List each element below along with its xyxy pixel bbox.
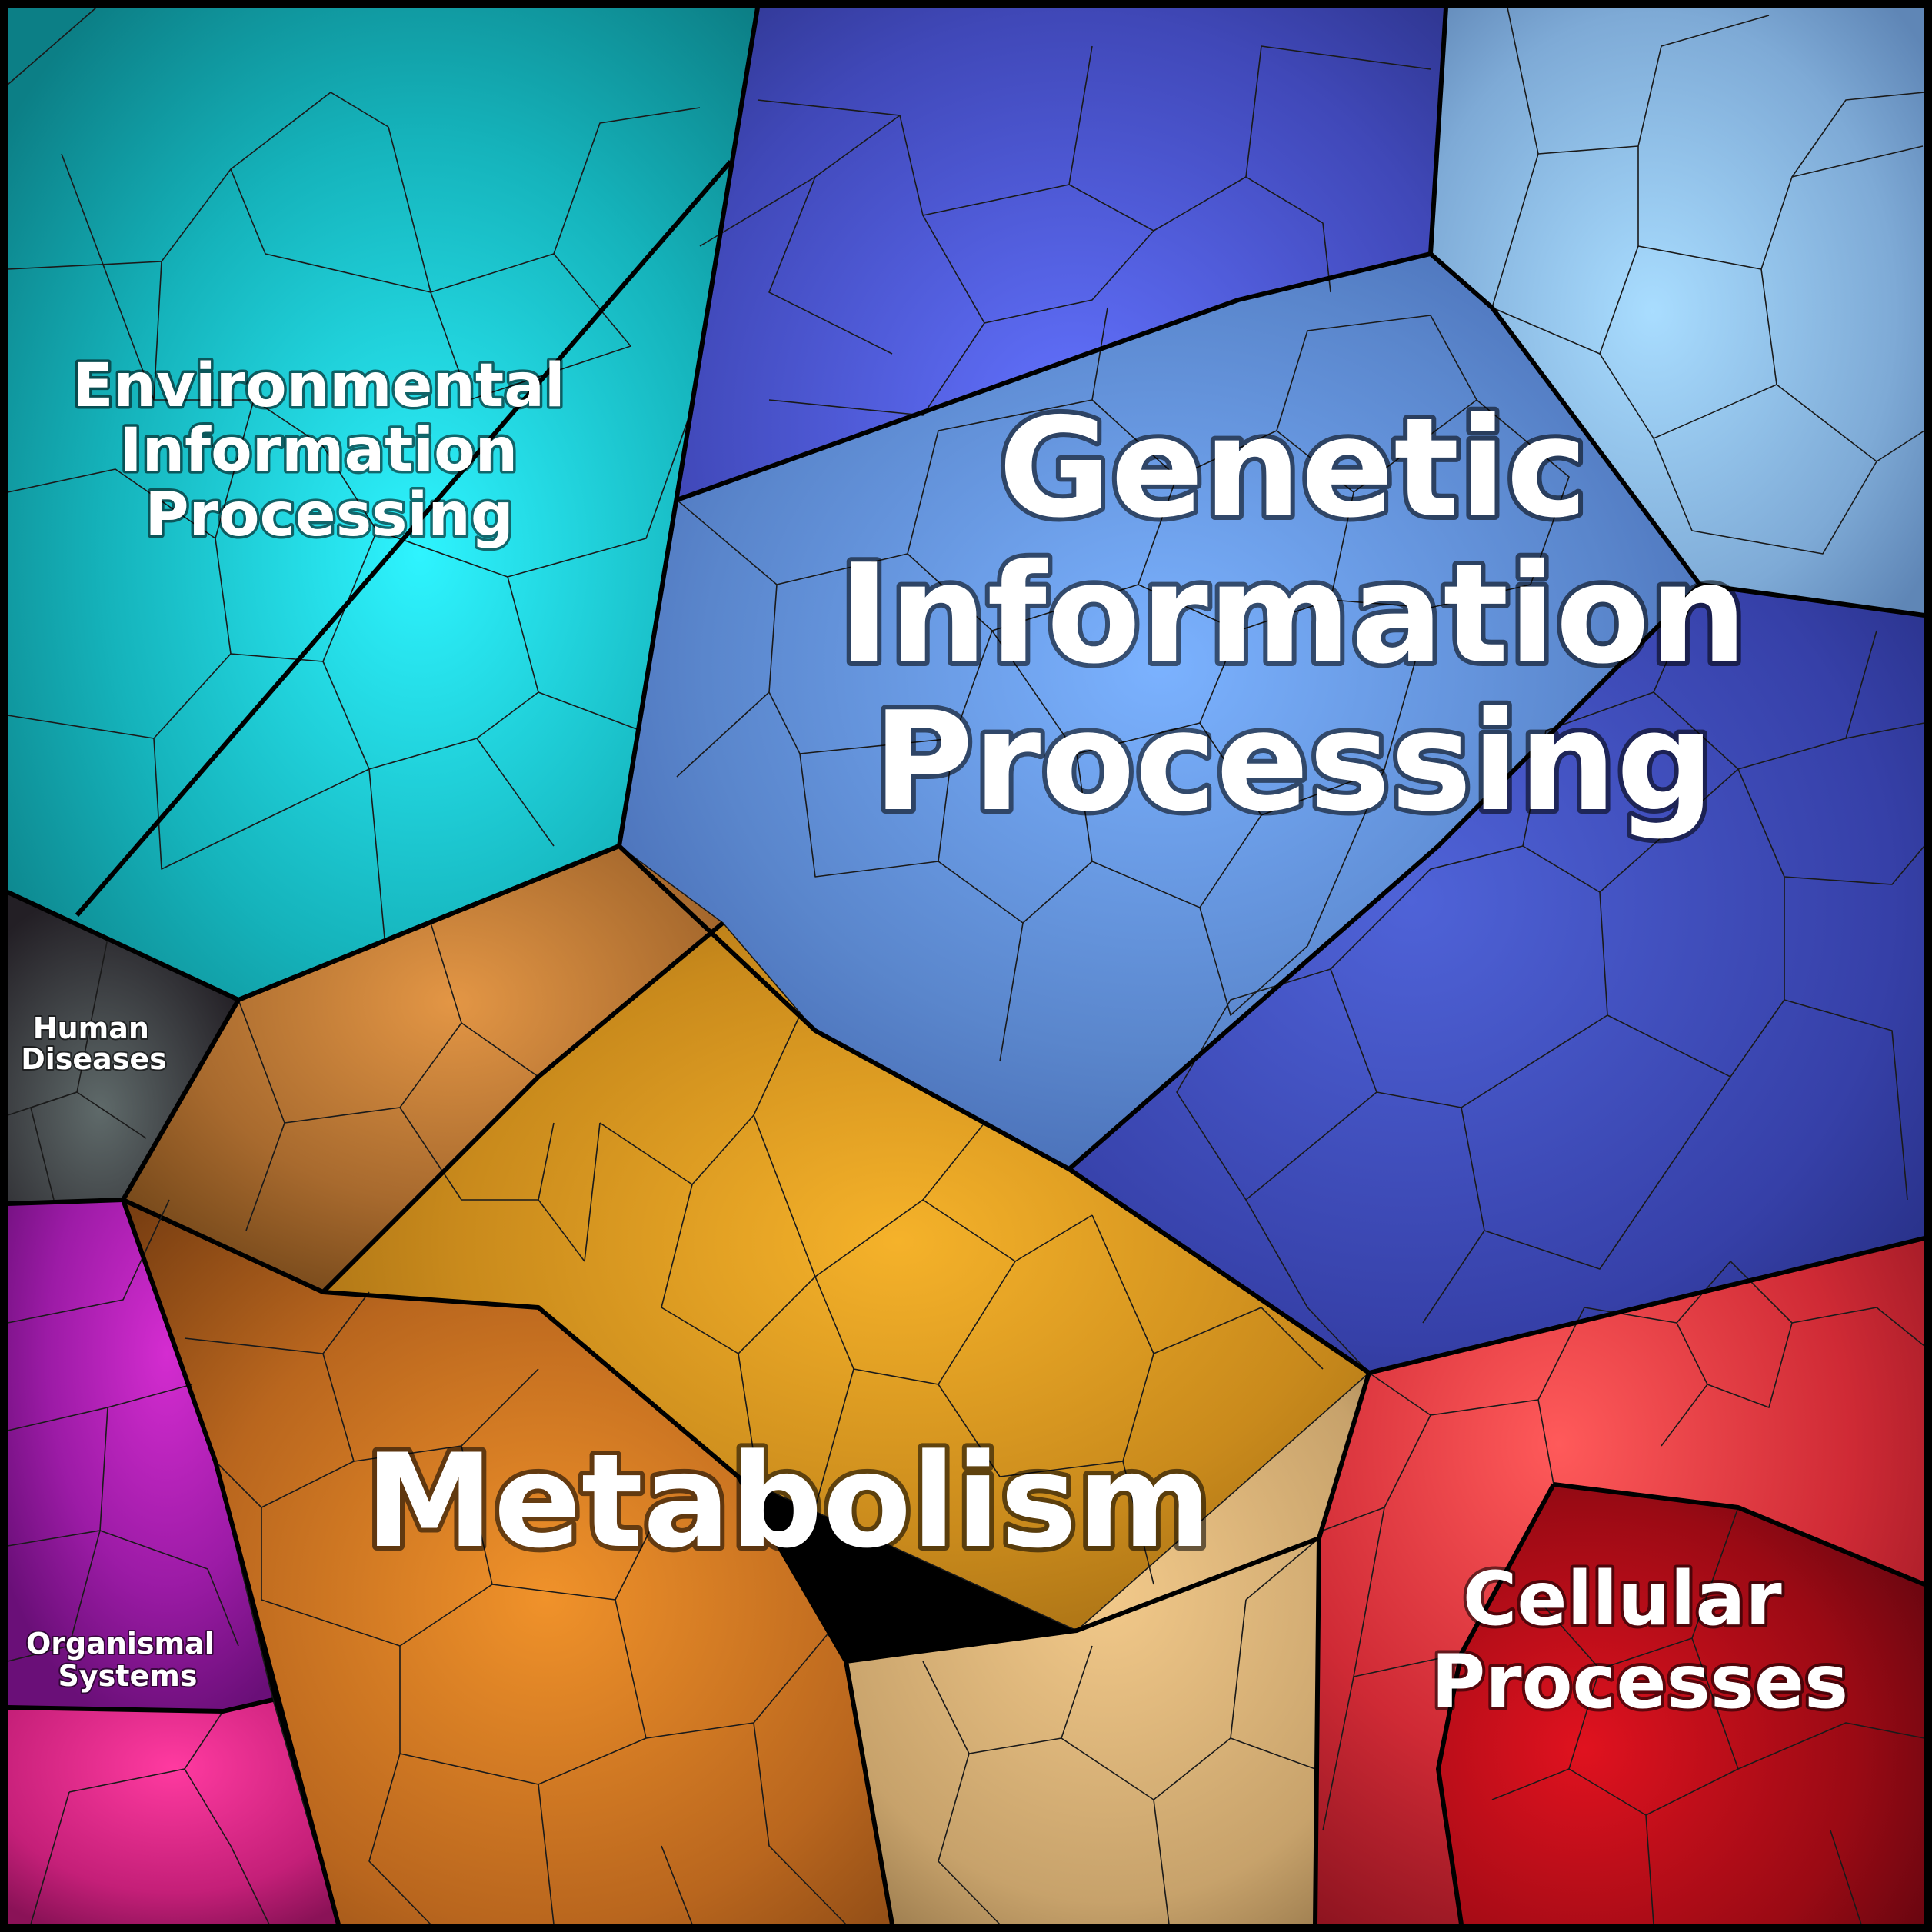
label-human-diseases-line-1: Human — [33, 1011, 149, 1045]
label-environmental-line-1: Environmental — [72, 351, 565, 421]
label-human-diseases: Human Diseases — [21, 1011, 167, 1076]
region-genetic — [618, 7, 1925, 1375]
label-human-diseases-line-2: Diseases — [21, 1042, 167, 1076]
label-cellular-processes: Cellular Processes — [1431, 1556, 1848, 1725]
label-organismal-systems: Organismal Systems — [26, 1627, 225, 1693]
label-genetic-line-2: Information — [838, 535, 1747, 694]
label-organismal-line-2: Systems — [58, 1659, 198, 1693]
label-environmental-line-2: Information — [120, 416, 518, 485]
label-genetic-line-1: Genetic — [998, 388, 1587, 548]
label-organismal-line-1: Organismal — [26, 1627, 215, 1661]
region-organismal — [7, 1199, 339, 1925]
label-genetic-information-processing: Genetic Information Processing — [838, 388, 1794, 841]
label-environmental-information-processing: Environmental Information Processing — [72, 351, 586, 550]
region-cellular — [1314, 1237, 1926, 1925]
label-cellular-line-1: Cellular — [1463, 1556, 1782, 1642]
label-genetic-line-3: Processing — [873, 682, 1714, 841]
label-metabolism-line-1: Metabolism — [365, 1426, 1212, 1577]
label-metabolism: Metabolism — [365, 1426, 1212, 1577]
label-environmental-line-3: Processing — [145, 481, 513, 550]
label-cellular-line-2: Processes — [1431, 1639, 1848, 1725]
